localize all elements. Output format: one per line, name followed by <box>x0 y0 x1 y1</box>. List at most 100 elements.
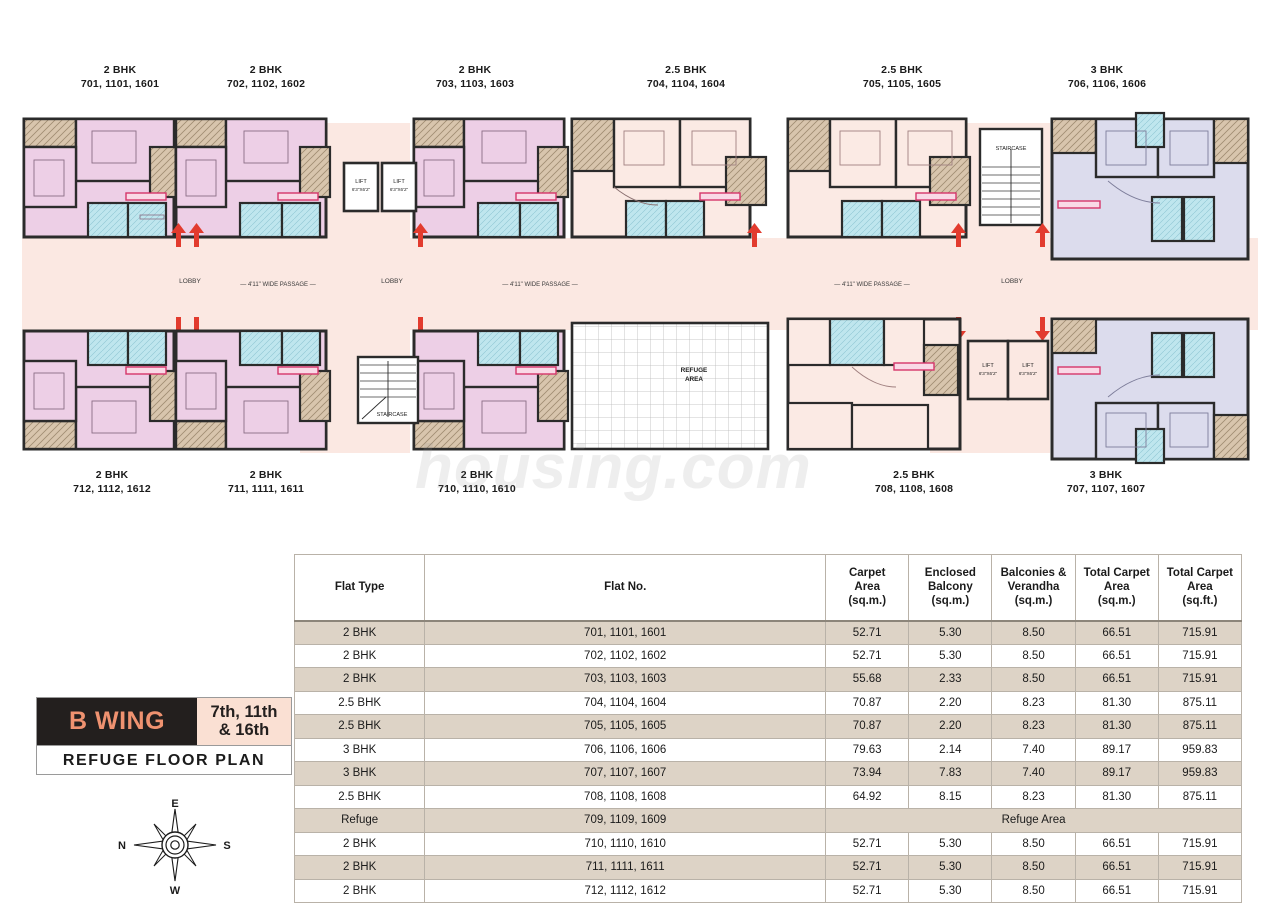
title-block-top-row: B WING 7th, 11th & 16th <box>37 698 291 745</box>
cell-flat-no: 705, 1105, 1605 <box>424 714 827 739</box>
cell-enclosed-balcony: 2.20 <box>908 714 993 739</box>
cell-flat-type: 2 BHK <box>293 831 426 856</box>
col-header-line: Flat No. <box>604 581 647 594</box>
cell-carpet-area: 52.71 <box>825 643 910 668</box>
cell-flat-type: 2 BHK <box>293 643 426 668</box>
cell-carpet-area: 52.71 <box>825 878 910 903</box>
col-header-balconies-verandha: Balconies &Verandha(sq.m.) <box>991 554 1076 622</box>
floors-line-2: & 16th <box>218 720 270 739</box>
unit-callout-flats: 711, 1111, 1611 <box>227 483 305 496</box>
cell-total-carpet-sqft: 715.91 <box>1157 620 1243 645</box>
passage-label-1: — 4'11" WIDE PASSAGE — <box>240 282 315 288</box>
cell-flat-no: 709, 1109, 1609 <box>424 808 827 833</box>
refuge-area-label-2: AREA <box>685 376 703 383</box>
cell-total-carpet-sqm: 66.51 <box>1074 855 1159 880</box>
cell-balconies-verandha: 8.50 <box>991 643 1076 668</box>
compass-label-left: N <box>118 840 126 852</box>
cell-flat-type: 2.5 BHK <box>293 714 426 739</box>
unit-708-block <box>786 317 962 451</box>
staircase-top: STAIRCASE <box>978 127 1044 227</box>
lift-bank-top: LIFT 6'3"X6'2" LIFT 6'3"X6'2" <box>342 161 418 213</box>
unit-705-block <box>786 117 972 239</box>
wing-badge: B WING <box>37 698 197 745</box>
cell-carpet-area: 52.71 <box>825 855 910 880</box>
unit-callout-type: 2 BHK <box>95 469 129 481</box>
unit-callout-type: 2 BHK <box>103 64 137 76</box>
col-header-line: Total Carpet <box>1166 567 1234 580</box>
unit-callout-flats: 712, 1112, 1612 <box>73 483 151 496</box>
title-block: B WING 7th, 11th & 16th REFUGE FLOOR PLA… <box>36 697 292 775</box>
plan-title: REFUGE FLOOR PLAN <box>37 745 291 775</box>
cell-carpet-area: 52.71 <box>825 620 910 645</box>
col-header-line: Verandha <box>1007 581 1060 594</box>
unit-703-block <box>412 117 570 239</box>
corridor-labels: LOBBY LOBBY LOBBY — 4'11" WIDE PASSAGE —… <box>179 278 1023 288</box>
cell-total-carpet-sqft: 715.91 <box>1157 855 1243 880</box>
cell-balconies-verandha: 8.23 <box>991 714 1076 739</box>
compass-label-right: S <box>223 840 230 852</box>
col-header-line: (sq.m.) <box>1014 595 1053 608</box>
unit-callout-bottom: 2 BHK 712, 1112, 1612 <box>73 468 151 496</box>
cell-flat-type: 2 BHK <box>293 855 426 880</box>
cell-flat-no: 703, 1103, 1603 <box>424 667 827 692</box>
cell-flat-no: 701, 1101, 1601 <box>424 620 827 645</box>
lift-size-4: 6'3"X6'2" <box>1019 371 1038 376</box>
cell-flat-type: 2.5 BHK <box>293 784 426 809</box>
cell-total-carpet-sqft: 875.11 <box>1157 784 1243 809</box>
lift-label-2: LIFT <box>393 179 405 185</box>
unit-callout-flats: 704, 1104, 1604 <box>646 78 726 91</box>
lobby-label-mid: LOBBY <box>381 278 403 285</box>
compass-rose: E W N S <box>112 795 238 897</box>
cell-enclosed-balcony: 5.30 <box>908 620 993 645</box>
lift-size-1: 6'3"X6'2" <box>352 187 371 192</box>
unit-callout-flats: 708, 1108, 1608 <box>874 483 954 496</box>
unit-callout-type: 2 BHK <box>458 64 492 76</box>
lift-size-2: 6'3"X6'2" <box>390 187 409 192</box>
cell-flat-no: 708, 1108, 1608 <box>424 784 827 809</box>
cell-flat-type: Refuge <box>293 808 426 833</box>
cell-carpet-area: 70.87 <box>825 714 910 739</box>
cell-enclosed-balcony: 8.15 <box>908 784 993 809</box>
lift-label-3: LIFT <box>982 363 994 369</box>
cell-total-carpet-sqft: 959.83 <box>1157 737 1243 762</box>
unit-callout-flats: 707, 1107, 1607 <box>1066 483 1146 496</box>
col-header-line: Area <box>1103 581 1130 594</box>
unit-callout-flats: 705, 1105, 1605 <box>862 78 942 91</box>
col-header-line: (sq.ft.) <box>1182 595 1218 608</box>
cell-balconies-verandha: 8.50 <box>991 878 1076 903</box>
cell-enclosed-balcony: 2.14 <box>908 737 993 762</box>
cell-total-carpet-sqft: 959.83 <box>1157 761 1243 786</box>
cell-carpet-area: 55.68 <box>825 667 910 692</box>
staircase-label-bottom: STAIRCASE <box>377 412 408 418</box>
cell-total-carpet-sqm: 66.51 <box>1074 831 1159 856</box>
cell-flat-no: 706, 1106, 1606 <box>424 737 827 762</box>
cell-total-carpet-sqm: 89.17 <box>1074 761 1159 786</box>
unit-callout-flats: 710, 1110, 1610 <box>438 483 516 496</box>
cell-carpet-area: 79.63 <box>825 737 910 762</box>
cell-balconies-verandha: 7.40 <box>991 737 1076 762</box>
cell-flat-type: 2.5 BHK <box>293 690 426 715</box>
col-header-line: Total Carpet <box>1083 567 1150 580</box>
cell-balconies-verandha: 8.23 <box>991 784 1076 809</box>
unit-707-block <box>1050 317 1250 465</box>
cell-total-carpet-sqm: 66.51 <box>1074 667 1159 692</box>
cell-enclosed-balcony: 2.33 <box>908 667 993 692</box>
